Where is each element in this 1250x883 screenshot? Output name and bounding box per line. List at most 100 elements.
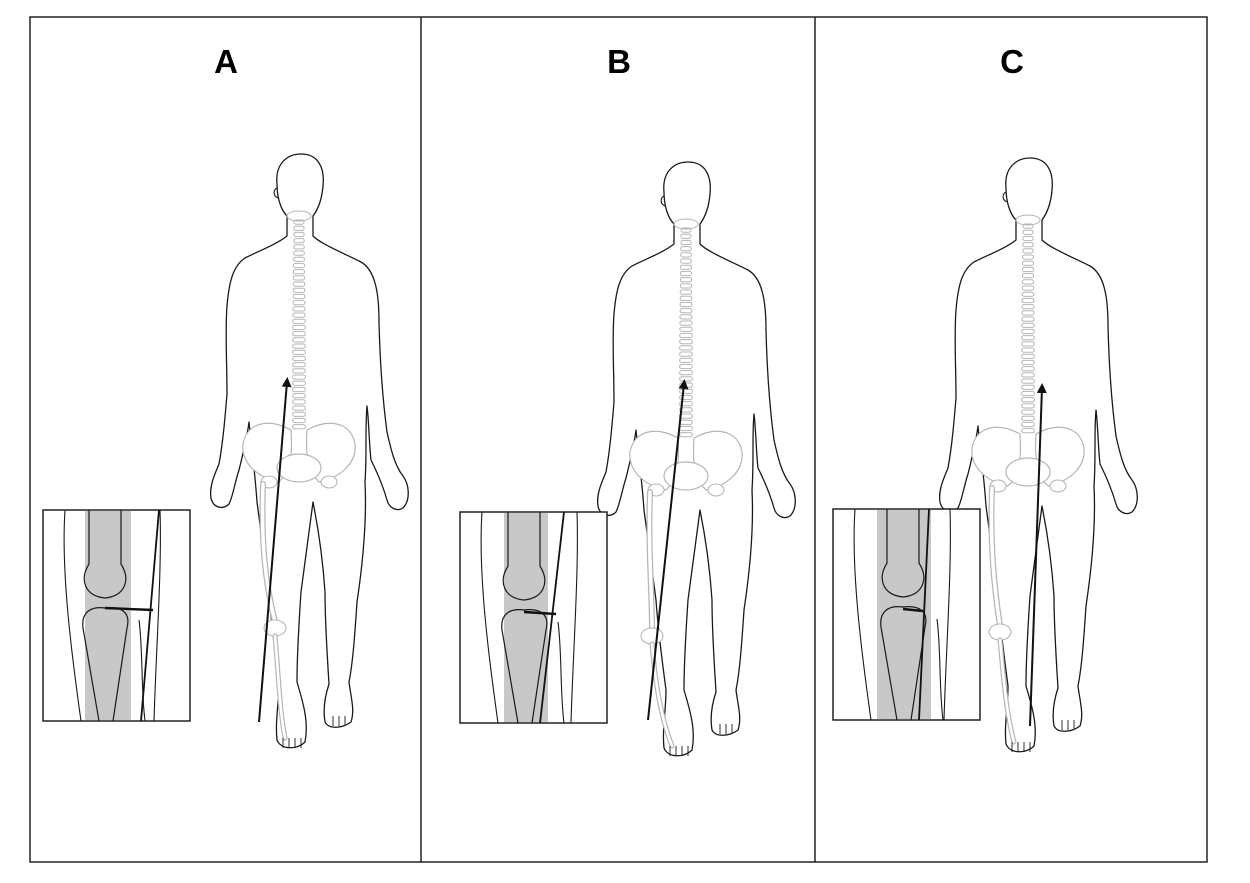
inset-axis-line <box>140 509 160 722</box>
vertebra <box>1021 409 1035 415</box>
vertebra <box>679 289 693 295</box>
inset-offset-bar <box>104 606 154 612</box>
vertebra <box>679 388 693 394</box>
vertebra <box>679 351 693 357</box>
vertebra <box>1021 390 1035 397</box>
hip-joint-right <box>1049 479 1067 493</box>
inset-skin-right <box>943 508 951 721</box>
inset-axis-line <box>918 508 930 721</box>
hip-joint-right <box>707 483 725 497</box>
vertebra <box>292 281 306 287</box>
vertebra <box>292 269 306 275</box>
inset-tibia-shaft <box>880 626 898 721</box>
body-figure <box>596 161 796 757</box>
vertebra <box>679 370 693 376</box>
vertebra <box>680 252 692 258</box>
vertebra <box>293 225 305 231</box>
vertebra <box>679 314 693 320</box>
vertebra <box>1021 273 1035 279</box>
vertebra <box>1021 403 1035 409</box>
tibia-left-core <box>650 642 674 748</box>
vertebra <box>1021 285 1035 291</box>
pelvis <box>971 426 1085 493</box>
body-figure <box>938 157 1138 753</box>
vertebra <box>679 432 693 438</box>
inset-fibula <box>557 621 565 724</box>
vertebra <box>1021 322 1035 328</box>
vertebra <box>292 380 306 386</box>
vertebra <box>292 393 306 399</box>
vertebra <box>679 419 693 425</box>
vertebra <box>292 293 306 300</box>
hip-joint-right <box>320 475 338 489</box>
spine <box>286 210 312 430</box>
vertebra <box>1022 235 1034 242</box>
inset-tibia <box>880 606 927 721</box>
vertebra <box>1022 248 1034 254</box>
vertebra <box>292 362 306 368</box>
vertebra <box>293 256 305 262</box>
vertebra <box>1021 316 1035 322</box>
vertebra <box>292 399 306 405</box>
vertebra <box>679 425 693 432</box>
vertebra <box>679 363 693 370</box>
vertebra <box>1021 397 1035 403</box>
vertebra <box>679 345 693 351</box>
vertebra <box>1021 341 1035 347</box>
vertebra <box>292 411 306 417</box>
sacrum <box>276 453 322 483</box>
vertebra <box>679 357 693 363</box>
vertebra <box>292 318 306 324</box>
vertebra <box>679 320 693 326</box>
vertebra <box>292 374 306 380</box>
vertebra <box>679 308 693 314</box>
atlas-bone <box>673 218 699 230</box>
vertebra <box>1022 260 1034 266</box>
vertebra <box>679 326 693 332</box>
inset-skin-left <box>63 509 82 722</box>
knee-inset <box>459 511 608 724</box>
femur-left-core <box>647 490 654 632</box>
vertebra <box>679 270 693 277</box>
ear-outline <box>1002 191 1008 203</box>
vertebra <box>1021 266 1035 273</box>
femur-left-core <box>989 486 1002 628</box>
vertebra <box>1022 229 1034 235</box>
femur-left-core <box>260 482 277 624</box>
vertebra <box>679 339 693 345</box>
inset-femur <box>881 509 925 598</box>
vertebra <box>680 258 692 264</box>
inset-shading <box>504 513 548 722</box>
vertebra <box>679 295 693 301</box>
vertebra <box>293 238 305 244</box>
panel-a-figure <box>42 153 409 749</box>
vertebra <box>1021 310 1035 316</box>
sacrum <box>663 461 709 491</box>
spine <box>673 218 699 438</box>
vertebra <box>1021 421 1035 428</box>
vertebra <box>1021 366 1035 372</box>
inset-shading <box>85 511 131 720</box>
vertebra <box>679 332 693 339</box>
inset-tibia-shaft <box>82 627 100 722</box>
inset-fibula <box>936 618 944 721</box>
ear-outline <box>273 187 279 199</box>
ear-outline <box>660 195 666 207</box>
inset-femur <box>83 510 127 599</box>
vertebra <box>680 233 692 239</box>
atlas-bone <box>1015 214 1041 226</box>
vertebra <box>292 262 306 269</box>
body-figure <box>209 153 409 749</box>
inset-femur <box>502 512 546 601</box>
panel-b-figure <box>459 161 796 757</box>
mechanical-axis-arrow <box>1029 383 1047 727</box>
vertebra <box>680 239 692 246</box>
vertebra <box>292 337 306 343</box>
atlas-bone <box>286 210 312 222</box>
vertebra <box>1021 328 1035 335</box>
spine <box>1015 214 1041 434</box>
panel-c-figure <box>832 157 1138 753</box>
vertebra <box>679 283 693 289</box>
vertebra <box>1021 378 1035 384</box>
